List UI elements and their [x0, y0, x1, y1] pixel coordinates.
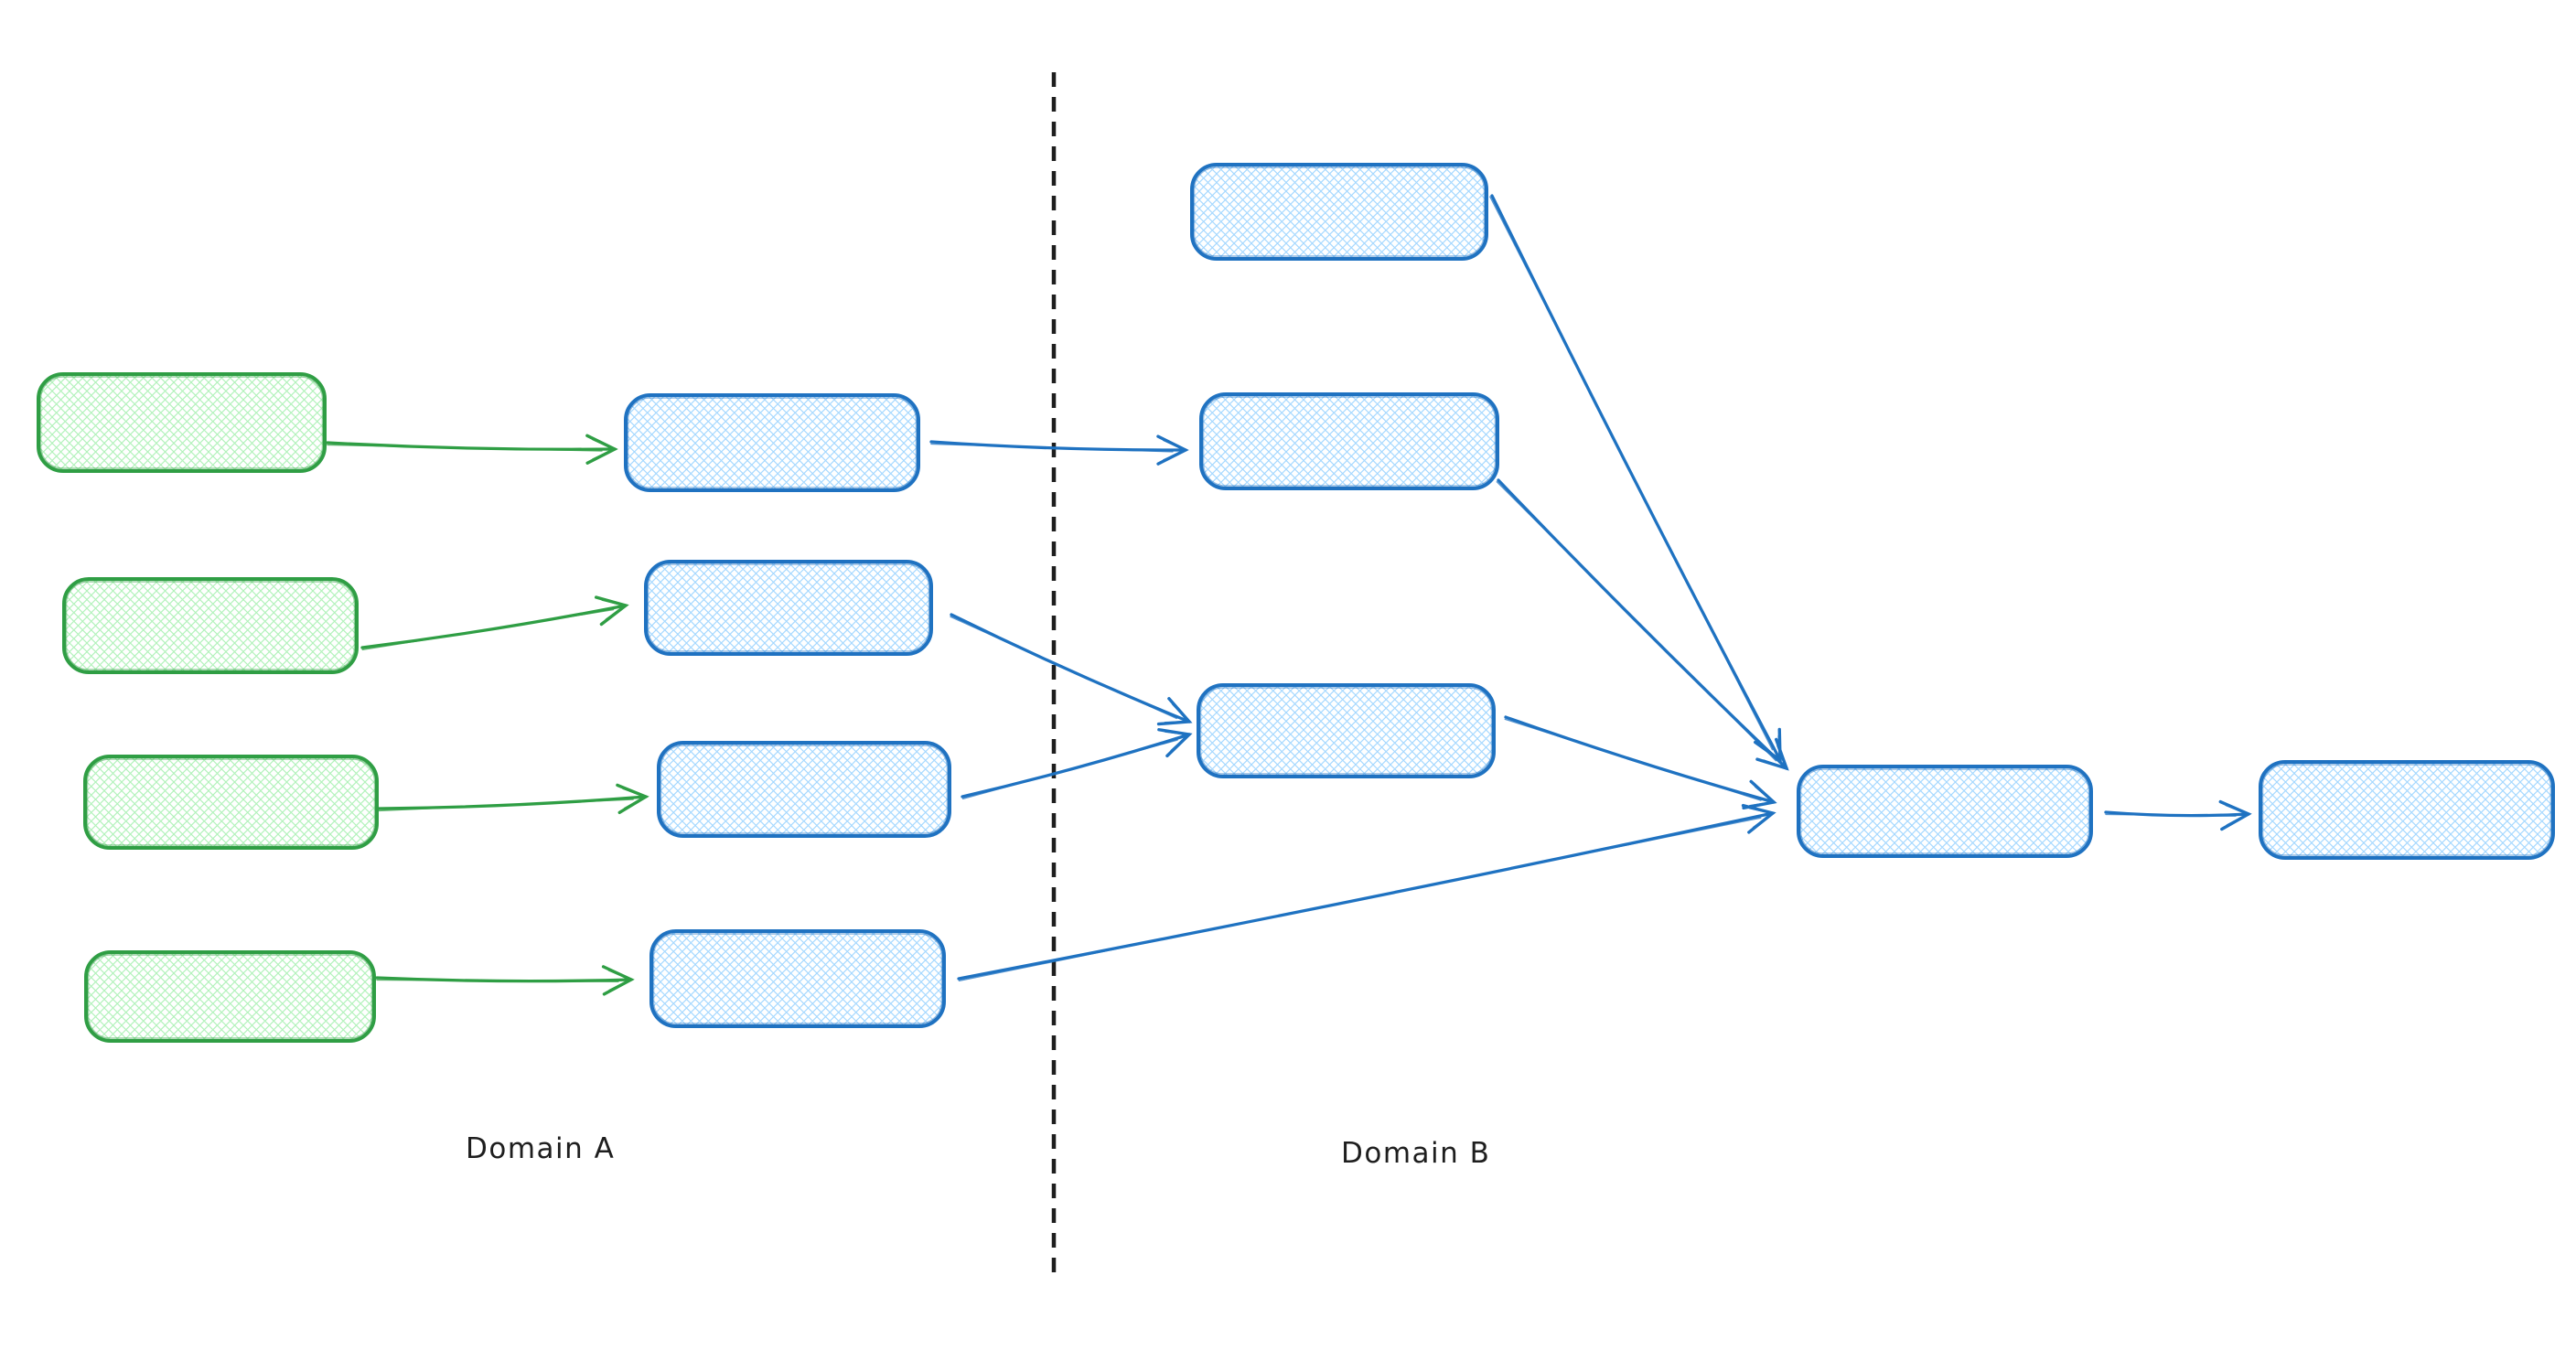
edge-domain-a-stage2-3-to-domain-b-lower [961, 728, 1193, 800]
node-domain-a-stage2-1 [624, 393, 920, 492]
box-sketch-echo [647, 563, 930, 652]
edge-domain-b-lower-to-domain-b-merge [1504, 715, 1777, 809]
node-domain-a-stage2-4 [649, 929, 946, 1028]
node-domain-a-input-2 [62, 577, 359, 674]
arrow-line-sketch-echo [950, 616, 1177, 720]
green-hatched-box [84, 950, 376, 1043]
arrow-line-sketch-echo [361, 608, 615, 651]
arrow-line [957, 803, 1776, 981]
arrow-line-sketch-echo [930, 443, 1174, 453]
blue-hatched-box [2259, 760, 2555, 860]
box-sketch-echo [2261, 764, 2552, 856]
box-sketch-echo [627, 397, 918, 488]
node-domain-b-top [1190, 163, 1488, 261]
node-domain-a-stage2-2 [644, 560, 933, 656]
box-sketch-echo [1799, 768, 2090, 854]
edge-domain-a-stage2-4-to-domain-b-merge [957, 803, 1776, 982]
edge-domain-a-input-3-to-domain-a-stage2-3 [377, 783, 649, 815]
blue-hatched-box [644, 560, 933, 656]
domain-a-label: Domain A [466, 1132, 615, 1165]
edge-domain-a-stage2-2-to-domain-b-lower [950, 613, 1193, 726]
blue-hatched-box [1797, 765, 2093, 858]
node-domain-b-lower [1197, 683, 1496, 778]
node-domain-a-stage2-3 [657, 741, 951, 838]
box-sketch-echo [65, 581, 356, 670]
arrow-line-sketch-echo [378, 799, 634, 812]
edge-domain-b-upper-to-domain-b-merge [1496, 478, 1789, 771]
node-domain-b-merge [1797, 765, 2093, 858]
node-domain-b-output [2259, 760, 2555, 860]
arrow-line-sketch-echo [958, 817, 1762, 982]
arrow-line-sketch-echo [327, 444, 603, 452]
node-domain-a-input-4 [84, 950, 376, 1043]
arrow-line [1504, 715, 1777, 809]
arrow-line-sketch-echo [376, 979, 619, 982]
node-domain-a-input-1 [37, 372, 327, 473]
edge-layer [326, 194, 2252, 996]
green-hatched-box [62, 577, 359, 674]
arrow-line [1490, 194, 1782, 764]
node-layer [37, 163, 2555, 1043]
edge-domain-a-stage2-1-to-domain-b-upper [929, 434, 1189, 466]
edge-domain-a-input-4-to-domain-a-stage2-4 [375, 965, 635, 996]
edge-domain-a-input-2-to-domain-a-stage2-2 [360, 595, 629, 651]
green-hatched-box [83, 755, 379, 850]
arrow-line [360, 595, 629, 649]
blue-hatched-box [657, 741, 951, 838]
arrow-line-sketch-echo [1504, 718, 1762, 801]
edge-domain-b-top-to-domain-b-merge [1489, 194, 1782, 764]
arrow-line-sketch-echo [961, 739, 1178, 800]
box-sketch-echo [660, 745, 949, 834]
box-sketch-echo [1199, 687, 1493, 775]
box-sketch-echo [87, 954, 373, 1039]
arrow-line [950, 613, 1193, 726]
node-domain-b-upper [1199, 392, 1499, 490]
arrow-line [1497, 478, 1789, 771]
box-sketch-echo [86, 758, 376, 846]
box-sketch-echo [39, 376, 324, 469]
arrow-line [929, 434, 1189, 466]
domain-b-label: Domain B [1341, 1137, 1490, 1170]
blue-hatched-box [1197, 683, 1496, 778]
node-domain-a-input-3 [83, 755, 379, 850]
box-sketch-echo [652, 933, 943, 1024]
green-hatched-box [37, 372, 327, 473]
arrow-line-sketch-echo [1489, 196, 1774, 751]
blue-hatched-box [1190, 163, 1488, 261]
edge-domain-b-merge-to-domain-b-output [2104, 799, 2252, 831]
edge-domain-a-input-1-to-domain-a-stage2-1 [326, 434, 618, 465]
arrow-line [961, 728, 1193, 799]
box-sketch-echo [1193, 166, 1486, 257]
arrow-line-sketch-echo [2105, 813, 2237, 817]
blue-hatched-box [624, 393, 920, 492]
box-sketch-echo [1202, 396, 1497, 487]
blue-hatched-box [1199, 392, 1499, 490]
arrow-line [377, 783, 649, 815]
arrow-line-sketch-echo [1496, 480, 1777, 762]
blue-hatched-box [649, 929, 946, 1028]
